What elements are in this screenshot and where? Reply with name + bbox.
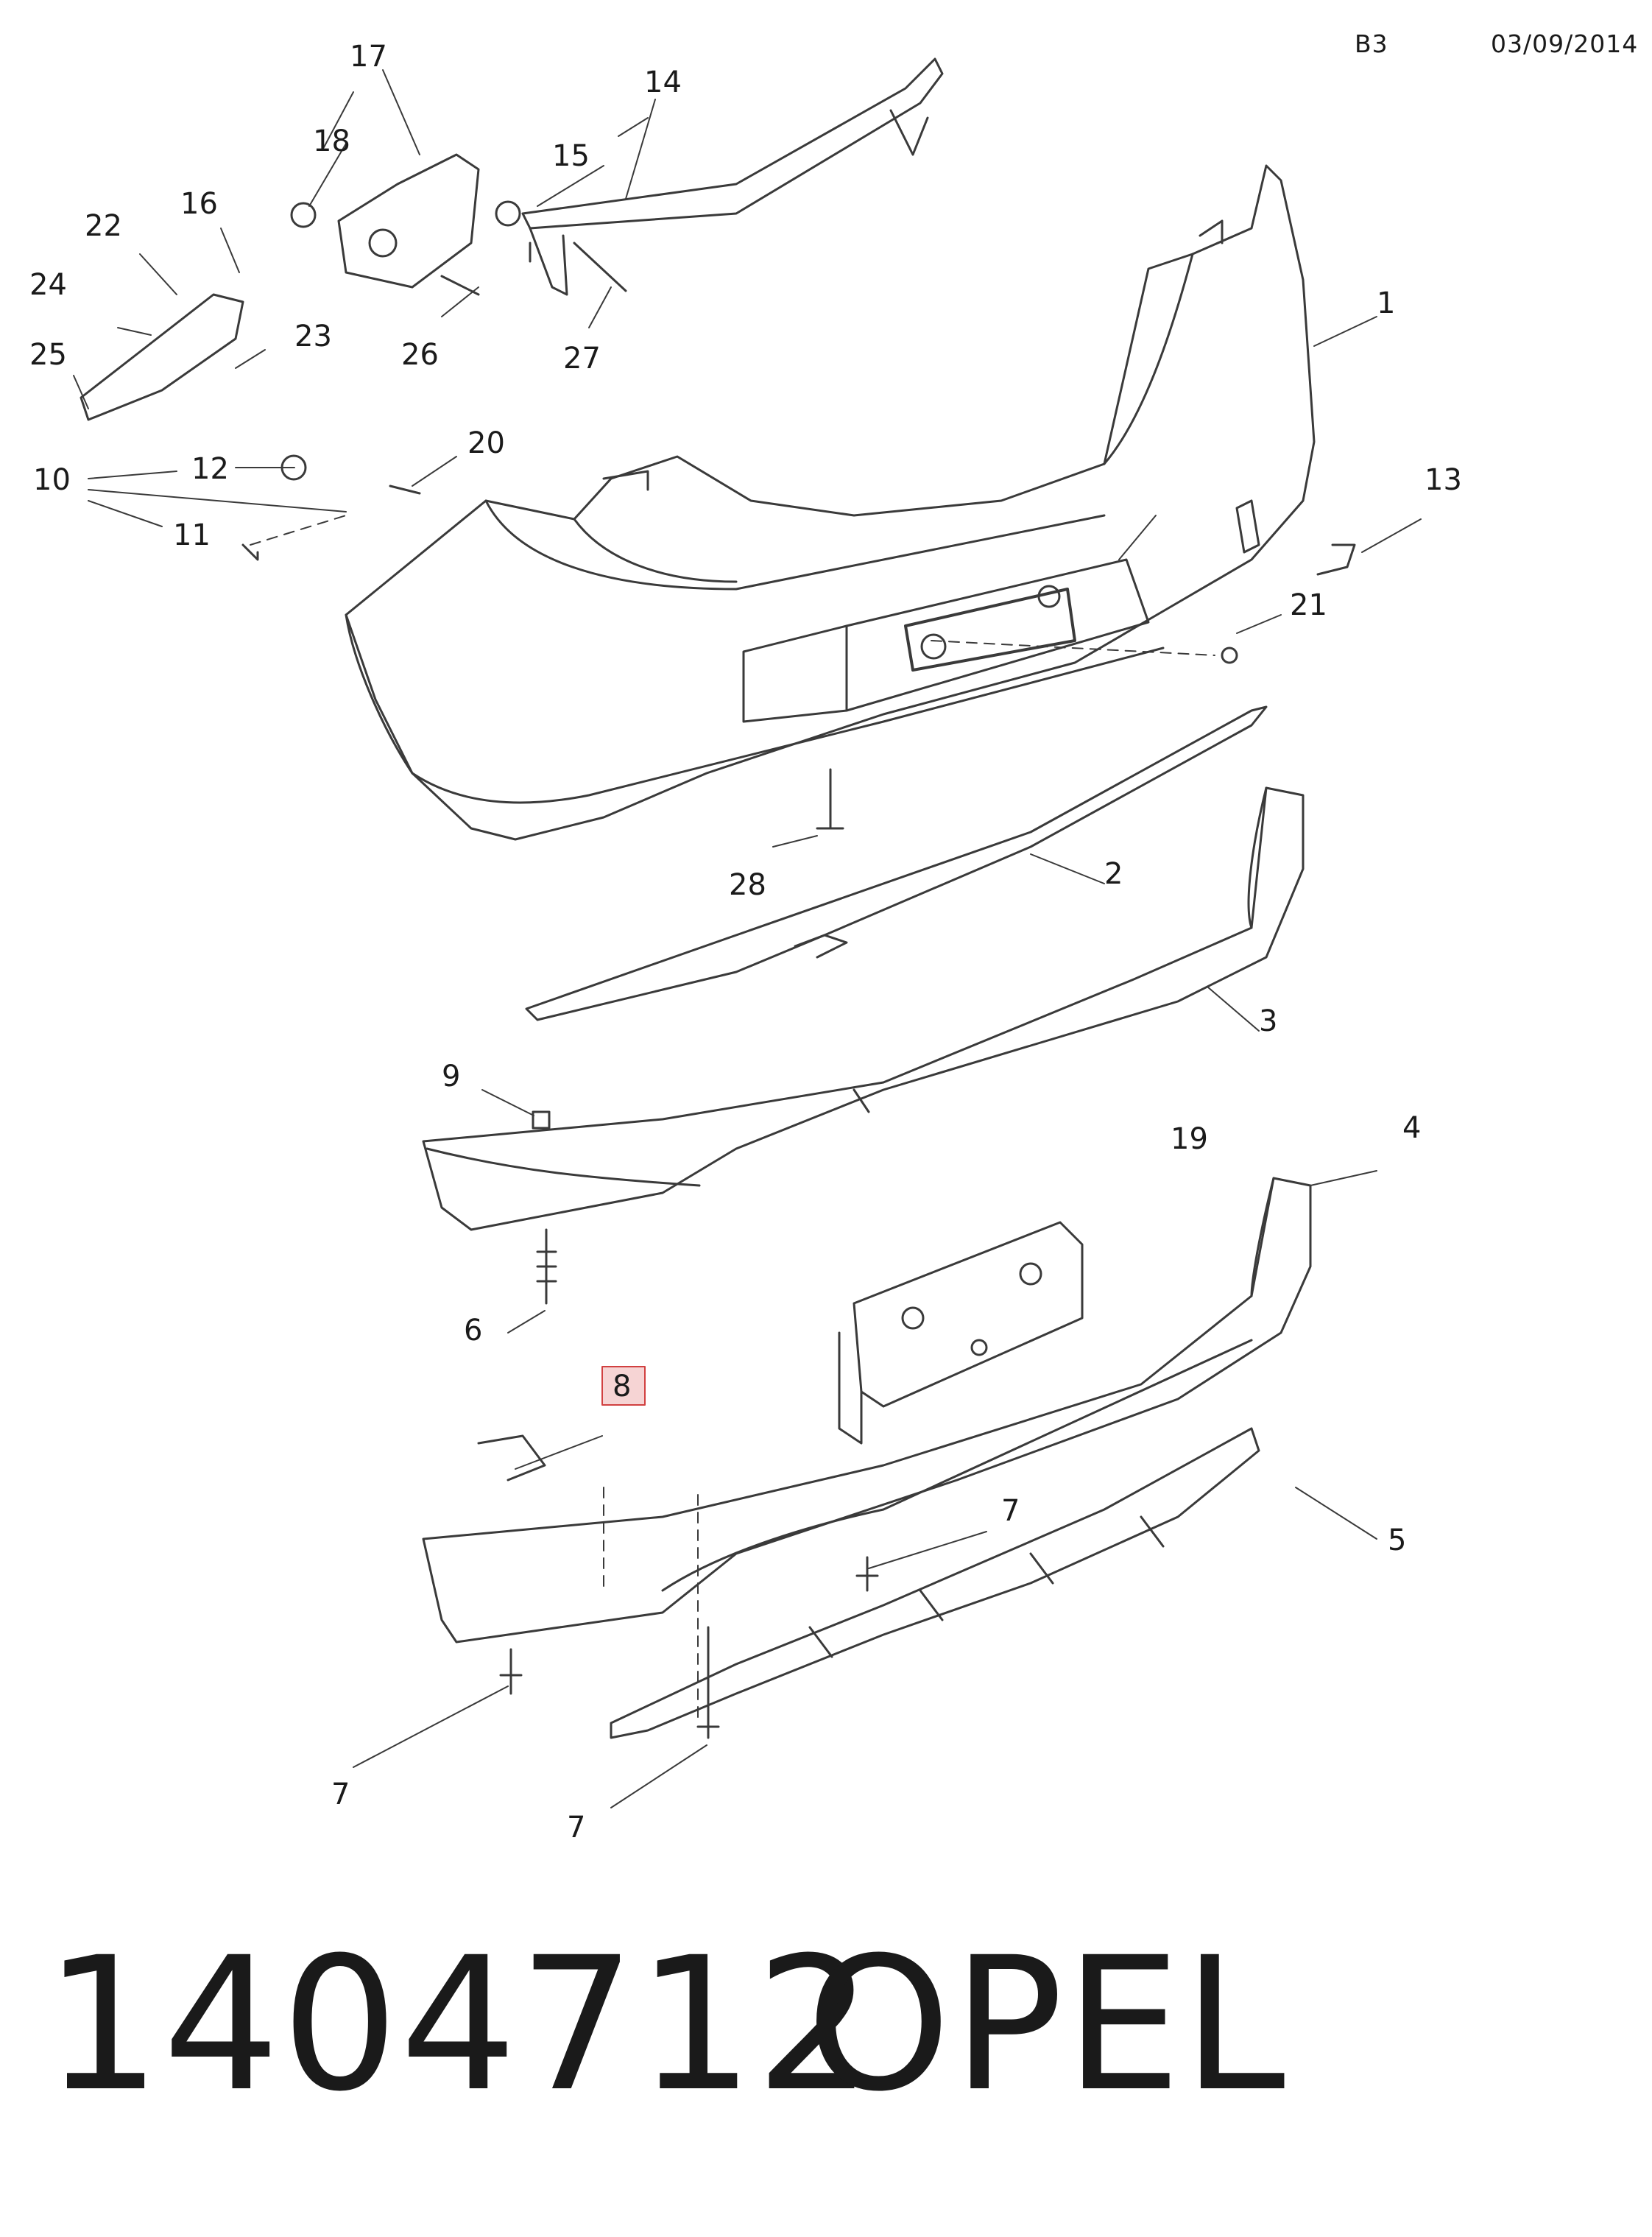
callout-7a: 7 bbox=[1001, 1494, 1020, 1528]
callout-3: 3 bbox=[1259, 1004, 1277, 1038]
callout-12: 12 bbox=[191, 452, 229, 486]
diffuser-insert-part bbox=[610, 1427, 1260, 1739]
callout-8: 8 bbox=[613, 1370, 631, 1403]
exploded-bumper-diagram: 1 2 3 4 5 6 7 7 7 8 9 10 11 12 13 14 15 … bbox=[29, 40, 1462, 1845]
leader-lines bbox=[73, 69, 1422, 1808]
callout-4: 4 bbox=[1402, 1111, 1421, 1145]
callout-14: 14 bbox=[644, 66, 682, 99]
callout-19: 19 bbox=[1171, 1122, 1208, 1156]
callout-7c: 7 bbox=[567, 1811, 585, 1845]
callout-20: 20 bbox=[467, 426, 505, 460]
carrier-rail-part bbox=[521, 57, 944, 296]
callout-11: 11 bbox=[173, 518, 211, 552]
callout-5: 5 bbox=[1388, 1523, 1406, 1557]
callout-8-highlight bbox=[601, 1366, 646, 1406]
callout-7b: 7 bbox=[331, 1778, 350, 1811]
lower-valance-part bbox=[422, 1177, 1312, 1644]
callout-labels: 1 2 3 4 5 6 7 7 7 8 9 10 11 12 13 14 15 … bbox=[29, 40, 1462, 1845]
alignment-lines bbox=[250, 515, 1215, 1724]
callout-23: 23 bbox=[294, 320, 332, 353]
plate-bracket-part bbox=[838, 1221, 1084, 1445]
callout-6: 6 bbox=[464, 1314, 482, 1348]
diagram-date: 03/09/2014 bbox=[1491, 29, 1639, 58]
callout-2: 2 bbox=[1104, 857, 1123, 891]
callout-10: 10 bbox=[33, 463, 71, 497]
callout-22: 22 bbox=[85, 209, 122, 243]
callout-9: 9 bbox=[442, 1060, 460, 1093]
callout-1: 1 bbox=[1377, 286, 1395, 320]
bumper-cover-part bbox=[345, 164, 1316, 841]
callout-17: 17 bbox=[350, 40, 387, 74]
callout-28: 28 bbox=[729, 868, 766, 902]
fasteners bbox=[241, 200, 1356, 1739]
callout-25: 25 bbox=[29, 338, 67, 372]
callout-24: 24 bbox=[29, 268, 67, 302]
callout-13: 13 bbox=[1425, 463, 1462, 497]
brand-name: OPEL bbox=[806, 1917, 1287, 2132]
trim-strip-part bbox=[525, 705, 1268, 1021]
callout-27: 27 bbox=[563, 342, 601, 376]
callout-21: 21 bbox=[1290, 588, 1327, 622]
diffuser-part bbox=[422, 786, 1305, 1231]
callout-16: 16 bbox=[180, 187, 218, 221]
callout-15: 15 bbox=[552, 139, 590, 173]
callout-18: 18 bbox=[313, 124, 350, 158]
guide-bracket-part bbox=[337, 153, 480, 289]
part-number: 1404712 bbox=[44, 1917, 875, 2132]
side-bracket-part bbox=[80, 293, 244, 421]
callout-26: 26 bbox=[401, 338, 439, 372]
diagram-code: B3 bbox=[1355, 29, 1388, 58]
